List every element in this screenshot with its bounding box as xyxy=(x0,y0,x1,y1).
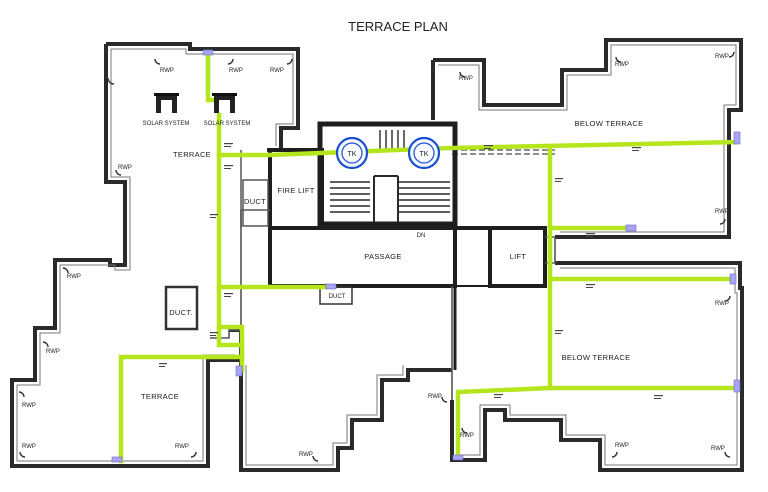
pipe-outlet-icon xyxy=(733,379,741,393)
rain-water-pipe-icon xyxy=(719,218,726,225)
tank-label: TK xyxy=(348,151,357,158)
lift-box xyxy=(488,226,547,288)
rain-water-pipe-icon xyxy=(42,341,49,348)
pipe-outlet-icon xyxy=(202,49,214,56)
pipe-outlet-icon xyxy=(111,456,123,463)
rain-water-pipes: RWP RWP RWP RWP RWP RWP RWP RWP RWP RWP … xyxy=(18,51,735,462)
rain-water-pipe-icon xyxy=(441,396,448,403)
room-label-below-terrace-bottom: BELOW TERRACE xyxy=(562,353,631,362)
rwp-label: RWP xyxy=(22,444,36,450)
rwp-label: RWP xyxy=(711,446,725,452)
room-label-duct-small: DUCT xyxy=(329,294,346,300)
plan-title: TERRACE PLAN xyxy=(348,19,448,34)
rwp-label: RWP xyxy=(270,68,284,74)
pipe-outlet-icon xyxy=(325,283,337,290)
solar-panel-icon xyxy=(154,93,179,113)
pipe-outlets xyxy=(111,49,741,463)
rain-water-pipe-icon xyxy=(461,427,468,434)
room-label-terrace: TERRACE xyxy=(173,150,211,159)
solar-system-label: SOLAR SYSTEM xyxy=(143,121,190,127)
rain-water-pipe-icon xyxy=(154,58,161,65)
tank-label: TK xyxy=(420,151,429,158)
rain-water-pipe-icon xyxy=(107,77,115,85)
solar-panel-icon xyxy=(212,93,237,113)
stair-direction-label: DN xyxy=(417,233,426,239)
room-label-duct-lower: DUCT. xyxy=(169,308,193,317)
rwp-label: RWP xyxy=(229,68,243,74)
passage-box xyxy=(268,226,457,288)
water-tank-icon: TK xyxy=(407,136,441,170)
rain-water-pipe-icon xyxy=(227,58,234,65)
rwp-label: RWP xyxy=(46,349,60,355)
rwp-marker xyxy=(107,77,115,85)
room-label-terrace-lower: TERRACE xyxy=(141,392,179,401)
solar-system-label: SOLAR SYSTEM xyxy=(204,121,251,127)
stair-core xyxy=(317,121,458,227)
rwp-label: RWP xyxy=(715,301,729,307)
inner-wall-lines xyxy=(16,44,738,466)
rain-water-pipe-icon xyxy=(19,451,26,458)
room-label-fire-lift: FIRE LIFT xyxy=(277,186,314,195)
rwp-label: RWP xyxy=(459,76,473,82)
duct-box xyxy=(242,179,269,227)
core-block xyxy=(164,121,556,400)
water-tanks: TK TK xyxy=(335,136,441,170)
rain-water-pipe-icon xyxy=(18,391,25,398)
rwp-label: RWP xyxy=(460,433,474,439)
rwp-label: RWP xyxy=(175,444,189,450)
room-label-lift: LIFT xyxy=(510,252,527,261)
room-labels: TERRACE TERRACE BELOW TERRACE BELOW TERR… xyxy=(141,119,643,401)
rain-water-pipe-icon xyxy=(312,455,319,462)
rain-water-pipe-icon xyxy=(611,451,618,458)
pipe-outlet-icon xyxy=(235,365,243,377)
pipe-outlet-icon xyxy=(729,273,737,285)
rain-water-pipe-icon xyxy=(190,451,197,458)
rain-water-pipe-icon xyxy=(728,51,735,58)
rain-water-pipe-icon xyxy=(615,56,622,63)
pipe-annotations xyxy=(159,143,663,399)
room-label-passage: PASSAGE xyxy=(364,252,401,261)
pipe-outlet-icon xyxy=(625,224,637,232)
duct-lower-box xyxy=(164,285,199,331)
rain-water-pipe-icon xyxy=(724,295,731,302)
staircase xyxy=(330,130,450,222)
pipe-outlet-icon xyxy=(733,131,741,145)
pipe-outlet-icon xyxy=(452,454,464,461)
rwp-label: RWP xyxy=(715,209,729,215)
rain-water-pipe-icon xyxy=(459,71,466,78)
rain-water-pipe-icon xyxy=(724,451,731,458)
solar-system-units: SOLAR SYSTEM SOLAR SYSTEM xyxy=(143,93,251,127)
rwp-label: RWP xyxy=(299,452,313,458)
rwp-label: RWP xyxy=(118,165,132,171)
outer-walls xyxy=(10,38,744,472)
water-tank-icon: TK xyxy=(335,136,369,170)
rain-water-pipe-icon xyxy=(286,58,293,65)
rain-water-pipe-icon xyxy=(115,169,122,176)
rwp-label: RWP xyxy=(615,62,629,68)
room-label-below-terrace-top: BELOW TERRACE xyxy=(575,119,644,128)
rain-water-pipe-icon xyxy=(62,267,69,274)
rwp-label: RWP xyxy=(22,403,36,409)
rwp-label: RWP xyxy=(428,394,442,400)
rwp-label: RWP xyxy=(67,274,81,280)
rwp-label: RWP xyxy=(715,54,729,60)
room-label-duct: DUCT xyxy=(244,197,266,206)
rwp-label: RWP xyxy=(615,443,629,449)
rwp-label: RWP xyxy=(160,68,174,74)
